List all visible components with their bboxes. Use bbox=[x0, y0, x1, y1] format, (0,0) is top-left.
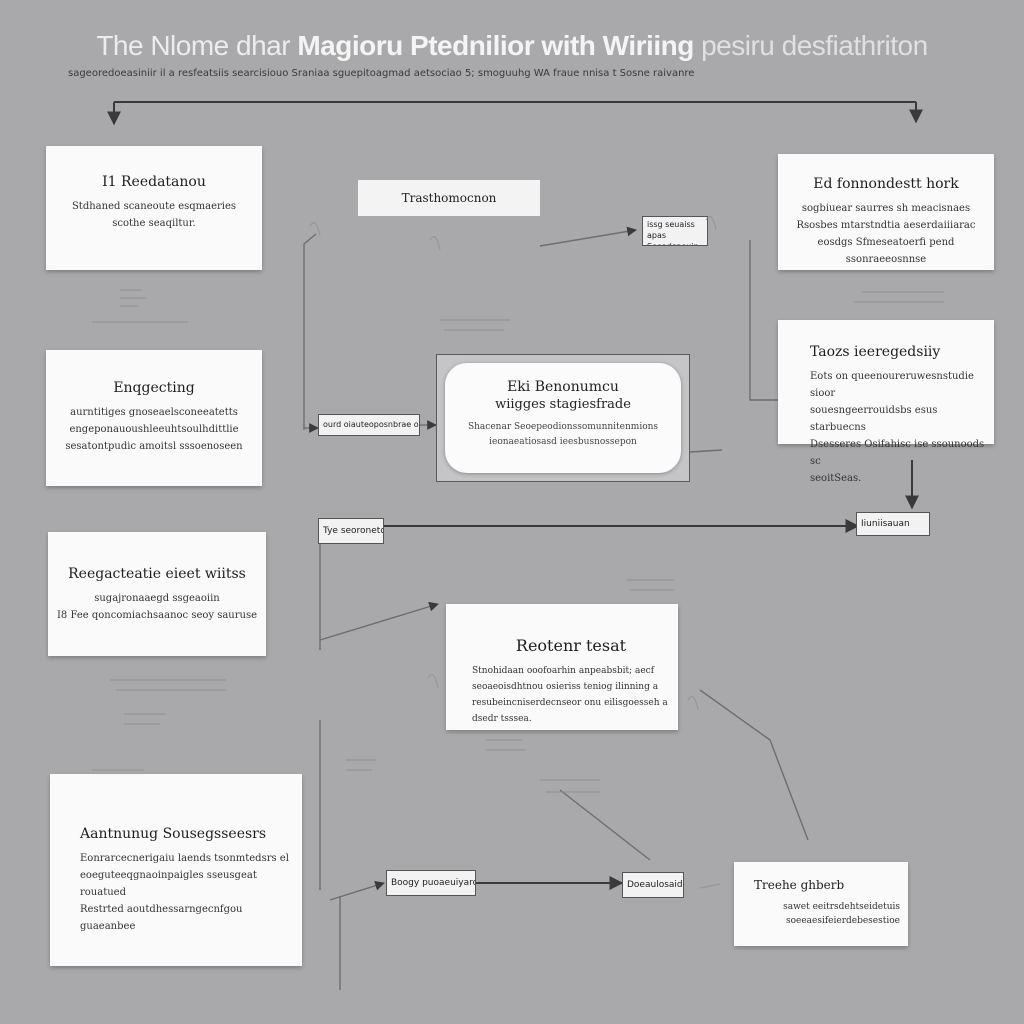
right-wire-1 bbox=[749, 240, 778, 401]
card-body-line: resubeincniserdecnseor onu eilisgoesseh … bbox=[472, 698, 668, 708]
label-right-arrow: Iiuniisauan bbox=[856, 512, 930, 536]
card-body-line: sesatontpudic amoitsl sssoenoseen bbox=[65, 441, 243, 452]
card-mid-right: Taozs ieeregedsiiy Eots on queenoureruwe… bbox=[778, 320, 994, 484]
card-body-line: Eonrarcecnerigaiu laends tsonmtedsrs el bbox=[80, 853, 289, 864]
to-center-low-arrow bbox=[319, 601, 439, 641]
scribble-mark bbox=[124, 713, 166, 725]
card-body: Stnohidaan ooofoarhin anpeabsbit; aecf s… bbox=[472, 663, 670, 727]
label-line: apas Seoadcneuin bbox=[647, 231, 699, 245]
center-body: Shacenar Seoepeodionssomunnitenmions ieo… bbox=[445, 420, 681, 450]
scribble-mark bbox=[346, 759, 376, 771]
center-node: Eki Benonumcu wiigges stagiesfrade Shace… bbox=[436, 354, 690, 482]
card-heading: Reegacteatie eieet wiitss bbox=[68, 566, 246, 582]
scribble-mark bbox=[427, 674, 721, 889]
header-bar: Trasthomocnon bbox=[358, 180, 540, 216]
small-label-top: issg seuaiss apas Seoadcneuin bbox=[642, 216, 708, 246]
card-body-line: soeeaesifeierdebesestioe bbox=[785, 916, 900, 926]
title-part-1: The Nlome dhar bbox=[96, 30, 291, 61]
card-body-line: dsedr tsssea. bbox=[472, 714, 532, 724]
center-subheading: wiigges stagiesfrade bbox=[495, 397, 631, 412]
card-body: Eonrarcecnerigaiu laends tsonmtedsrs el … bbox=[80, 850, 294, 935]
card-heading: Treehe ghberb bbox=[754, 878, 845, 892]
card-heading: Ed fonnondestt hork bbox=[813, 176, 959, 192]
card-bottom-right: Treehe ghberb sawet eeitrsdehtseidetuis … bbox=[734, 862, 908, 946]
card-body: Eots on queenoureruwesnstudie sioor soue… bbox=[810, 368, 986, 487]
diagram-title: The Nlome dhar Magioru Ptednilior with W… bbox=[0, 30, 1024, 62]
scribble-mark bbox=[486, 739, 526, 751]
card-heading: Reotenr tesat bbox=[515, 636, 627, 655]
card-bottom-left: Aantnunug Sousegsseesrs Eonrarcecnerigai… bbox=[50, 774, 302, 966]
card-body: Stdhaned scaneoute esqmaeries scothe sea… bbox=[54, 198, 254, 232]
card-body-line: I8 Fee qoncomiachsaanoc seoy sauruse bbox=[56, 610, 258, 621]
label-bottom-left-arrow: Boogy puoaeuiyaroans bbox=[386, 870, 476, 896]
right-wire-2 bbox=[689, 449, 723, 453]
card-body-line: Eots on queenoureruwesnstudie sioor bbox=[810, 371, 974, 399]
title-part-2: Magioru Ptednilior with Wiriing bbox=[297, 30, 694, 61]
label-line: issg seuaiss bbox=[647, 220, 695, 229]
scribble-mark bbox=[120, 289, 146, 307]
card-lower-left: Reegacteatie eieet wiitss sugajronaaegd … bbox=[48, 532, 266, 656]
left-vertical-wire-1 bbox=[303, 233, 317, 430]
card-body-line: Dsesseres Osifahisc ise ssounoods sc bbox=[810, 439, 985, 467]
bottom-left-arrow bbox=[329, 880, 385, 901]
card-heading: I1 Reedatanou bbox=[102, 174, 206, 190]
scribble-mark bbox=[309, 216, 717, 251]
card-body-line: sawet eeitrsdehtseidetuis bbox=[783, 902, 900, 912]
scribble-mark bbox=[854, 291, 944, 303]
card-top-right: Ed fonnondestt hork sogbiuear saurres sh… bbox=[778, 154, 994, 270]
card-body-line: Stdhaned scaneoute esqmaeries bbox=[71, 201, 237, 212]
lower-right-wire bbox=[699, 689, 809, 841]
label-mid-arrow: ourd oiauteoposnbrae ocsmotit bbox=[318, 414, 420, 436]
scribble-mark bbox=[440, 319, 510, 331]
card-body: sugajronaaegd ssgeaoiin I8 Fee qoncomiac… bbox=[56, 590, 258, 624]
card-body-line: seoaeoisdhtnou osieriss teniog ilinning … bbox=[472, 682, 659, 692]
card-body-line: sogbiuear saurres sh meacisnaes bbox=[801, 203, 971, 214]
center-body-line: Shacenar Seoepeodionssomunnitenmions bbox=[467, 422, 659, 432]
lower-center-wire bbox=[559, 789, 651, 861]
scribble-mark bbox=[540, 779, 600, 793]
card-heading: Aantnunug Sousegsseesrs bbox=[80, 826, 267, 842]
diagram-subtitle: sageoredoeasiniir il a resfeatsiis searc… bbox=[68, 68, 695, 79]
card-body-line: scothe seaqiltur. bbox=[112, 218, 196, 229]
card-top-left: I1 Reedatanou Stdhaned scaneoute esqmaer… bbox=[46, 146, 262, 270]
card-heading: Enqgecting bbox=[113, 380, 195, 396]
center-heading: Eki Benonumcu bbox=[507, 379, 619, 395]
card-body-line: eoeguteeqgnaoinpaigles sseusgeat rouatue… bbox=[80, 870, 257, 898]
card-body-line: seoitSeas. bbox=[810, 473, 862, 484]
center-node-inner: Eki Benonumcu wiigges stagiesfrade Shace… bbox=[445, 363, 681, 473]
card-center-low: Reotenr tesat Stnohidaan ooofoarhin anpe… bbox=[446, 604, 678, 730]
card-heading: Taozs ieeregedsiiy bbox=[810, 344, 941, 360]
title-part-3: pesiru desfiathriton bbox=[701, 30, 928, 61]
card-body-line: engeponauoushleeuhtsoulhdittlie bbox=[69, 424, 239, 435]
card-body-line: Rsosbes mtarstndtia aeserdaiiiarac bbox=[796, 220, 976, 231]
card-body: sogbiuear saurres sh meacisnaes Rsosbes … bbox=[786, 200, 986, 268]
scribble-mark bbox=[110, 679, 226, 691]
card-body-line: eosdgs Sfmeseatoerfi pend ssonraeeosnnse bbox=[817, 237, 955, 265]
card-body: sawet eeitrsdehtseidetuis soeeaesifeierd… bbox=[754, 900, 900, 928]
card-body: aurntitiges gnoseaelsconeeatetts engepon… bbox=[54, 404, 254, 455]
card-body-line: Restrted aoutdhessarngecnfgou guaeanbee bbox=[80, 904, 243, 932]
label-bottom-mid-arrow: Doeaulosaid bbox=[622, 872, 684, 898]
card-body-line: Stnohidaan ooofoarhin anpeabsbit; aecf bbox=[472, 666, 655, 676]
card-body-line: aurntitiges gnoseaelsconeeatetts bbox=[70, 407, 238, 418]
header-to-label-arrow bbox=[539, 226, 637, 247]
center-body-line: ieonaeatiosasd ieesbusnossepon bbox=[489, 437, 637, 447]
card-mid-left: Enqgecting aurntitiges gnoseaelsconeeate… bbox=[46, 350, 262, 486]
label-left-arrow: Tye seoronetdbe bbox=[318, 518, 384, 544]
card-body-line: souesngeerrouidsbs esus starbuecns bbox=[810, 405, 938, 433]
card-body-line: sugajronaaegd ssgeaoiin bbox=[94, 593, 220, 604]
scribble-mark bbox=[626, 579, 674, 591]
